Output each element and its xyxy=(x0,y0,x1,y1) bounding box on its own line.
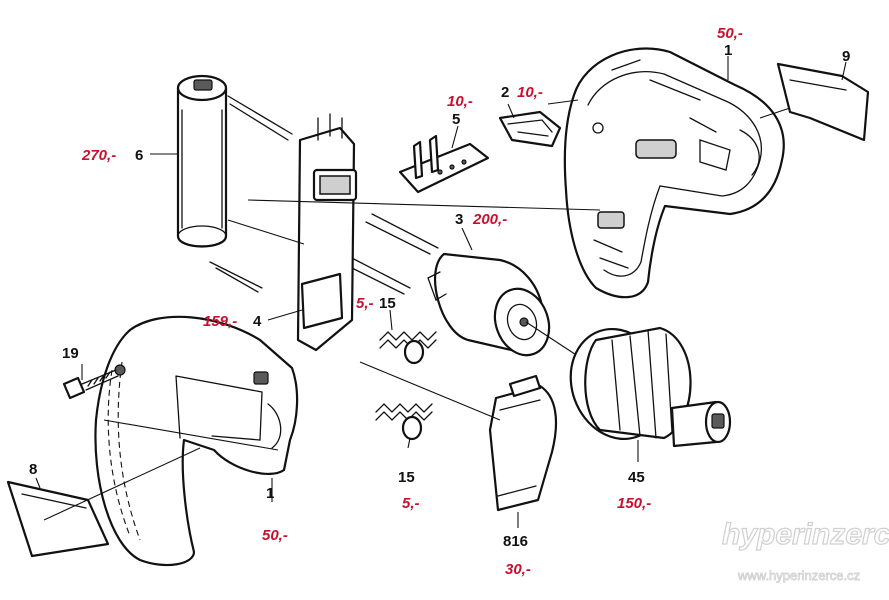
label-part-15-upper: 15 xyxy=(379,295,396,312)
battery-cell xyxy=(176,74,228,248)
watermark: hyperinzerce www.hyperinzerce.cz xyxy=(721,517,889,583)
label-part-3: 3 xyxy=(455,211,463,228)
rear-cover xyxy=(488,374,558,512)
watermark-brand: hyperinzerce xyxy=(722,518,889,551)
screw xyxy=(62,369,119,400)
label-part-45: 45 xyxy=(628,469,645,486)
label-part-6: 6 xyxy=(135,147,143,164)
side-label-plate xyxy=(6,480,110,558)
drill-chuck xyxy=(569,326,732,448)
price-part-4: 159,- xyxy=(203,313,237,330)
leader-lines xyxy=(35,56,847,528)
housing-half-left xyxy=(94,315,299,567)
price-part-1-top: 50,- xyxy=(717,25,743,42)
price-part-816: 30,- xyxy=(505,561,531,578)
terminal-frame xyxy=(296,113,358,352)
price-part-15-upper: 5,- xyxy=(356,295,374,312)
callouts: 50,- 1 9 2 10,- 10,- 5 270,- 6 3 200,- 1… xyxy=(29,25,850,578)
price-part-3: 200,- xyxy=(472,211,507,228)
label-part-4: 4 xyxy=(253,313,262,330)
label-part-19: 19 xyxy=(62,345,79,362)
label-plate xyxy=(776,62,870,142)
label-part-5: 5 xyxy=(452,111,460,128)
label-part-1-bottom: 1 xyxy=(266,485,274,502)
price-part-2: 10,- xyxy=(517,84,543,101)
label-part-8: 8 xyxy=(29,461,37,478)
price-part-6: 270,- xyxy=(81,147,116,164)
label-part-9: 9 xyxy=(842,48,850,65)
housing-half-right xyxy=(563,47,785,299)
watermark-url: www.hyperinzerce.cz xyxy=(737,568,860,583)
price-part-5: 10,- xyxy=(447,93,473,110)
price-part-15-lower: 5,- xyxy=(402,495,420,512)
spring-lower xyxy=(375,403,433,441)
motor xyxy=(427,252,591,365)
label-part-1-top: 1 xyxy=(724,42,732,59)
label-part-2: 2 xyxy=(501,84,509,101)
label-part-816: 816 xyxy=(503,533,528,550)
slide-contact xyxy=(398,134,490,194)
switch-button xyxy=(498,110,562,148)
price-part-1-bottom: 50,- xyxy=(262,527,288,544)
price-part-45: 150,- xyxy=(617,495,651,512)
spring-upper xyxy=(379,331,437,365)
label-part-15-lower: 15 xyxy=(398,469,415,486)
